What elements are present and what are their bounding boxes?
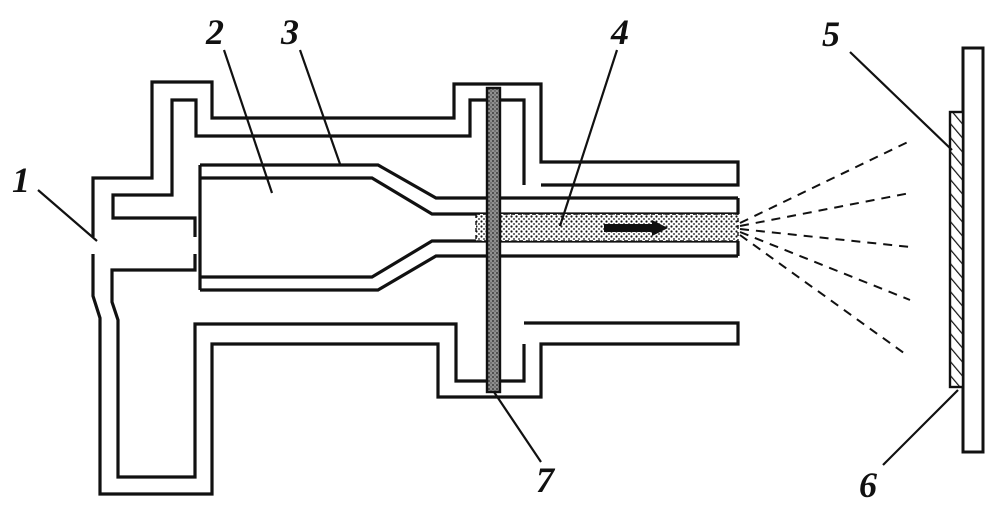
spray-cone [739,139,913,357]
label-1: 1 [12,160,30,200]
leader-1 [37,189,98,242]
label-5: 5 [822,14,840,54]
housing-upper-outer-wall [91,80,740,237]
electrode-lower-inner-wall [200,239,738,279]
electrode-lower-wall [200,254,738,292]
label-3: 3 [280,12,299,52]
flow-direction-arrow [604,220,668,236]
label-6: 6 [859,465,877,505]
label-7: 7 [536,460,556,500]
housing-lower-inner-wall [110,254,526,479]
label-2: 2 [205,12,224,52]
spray-line [739,234,909,357]
leader-2 [222,49,274,194]
leader-7 [493,391,542,463]
spray-line [739,192,911,227]
outer-housing [91,80,740,496]
housing-upper-inner-wall [111,98,526,237]
substrate [961,46,985,454]
leader-4 [558,49,619,227]
leader-5 [849,51,953,151]
leader-3 [298,49,342,165]
spray-line [739,139,913,224]
label-4: 4 [610,12,629,52]
electrode-upper-wall [200,163,738,200]
powder-injector-tube [485,86,502,394]
spray-line [739,228,911,248]
housing-lower-outer-wall [91,254,740,496]
coating-layer [948,110,965,389]
spray-line [739,231,911,301]
leader-6 [882,389,959,466]
